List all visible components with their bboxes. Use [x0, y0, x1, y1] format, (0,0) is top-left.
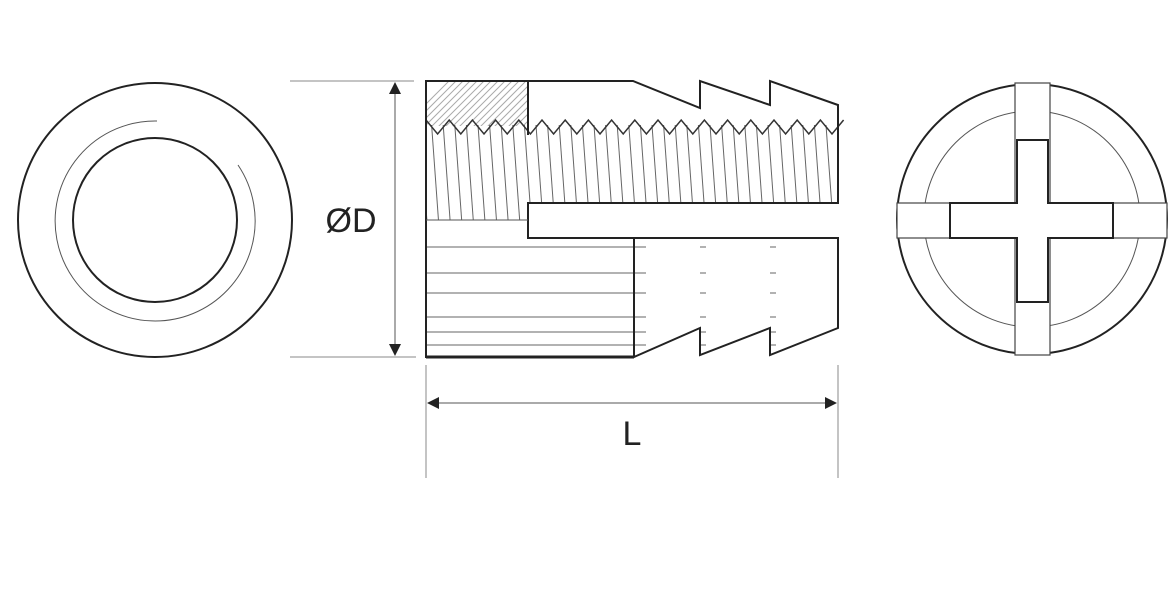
hatch-line: [616, 124, 625, 220]
knurl-lines: [426, 246, 776, 346]
hatch-line: [732, 124, 741, 220]
hatch-line: [426, 81, 471, 126]
hatch-line: [508, 106, 528, 126]
hatch-line: [697, 124, 706, 220]
hatch-line: [554, 80, 604, 130]
hatch-line: [494, 92, 528, 126]
hatch-line: [663, 124, 672, 220]
bore-circle: [72, 137, 238, 303]
thread-profile: [425, 118, 845, 136]
hatch-line: [813, 124, 822, 220]
hatch-line: [431, 124, 440, 220]
diameter-dimension: ØD: [290, 80, 416, 358]
hatch-line: [442, 124, 451, 220]
hatch-line: [593, 124, 602, 220]
outer-circle: [17, 82, 293, 358]
hatch-line: [790, 124, 799, 220]
hatch-line: [459, 81, 506, 126]
hatch-line: [465, 124, 474, 220]
hatch-line: [535, 124, 544, 220]
hatch-line: [473, 81, 520, 126]
hatch-line: [526, 80, 576, 130]
hatch-line: [480, 81, 527, 126]
hatch-line: [744, 124, 753, 220]
hatch-line: [755, 124, 764, 220]
thread-lines: [426, 124, 856, 222]
hatch-line: [540, 80, 590, 130]
cross-recess: [949, 139, 1114, 303]
hatch-line: [849, 125, 856, 222]
hatch-line: [779, 124, 788, 220]
hatch-line: [454, 124, 463, 220]
hatch-line: [487, 85, 528, 126]
hatch-line: [547, 124, 556, 220]
diameter-label: ØD: [326, 202, 377, 240]
hatch-line: [767, 124, 776, 220]
hatch-line: [558, 124, 567, 220]
hatch-line: [581, 124, 590, 220]
hatch-line: [825, 124, 834, 220]
hatch-line: [651, 124, 660, 220]
hatch-line: [452, 81, 499, 126]
hatch-line: [570, 124, 579, 220]
end-view-left: [17, 82, 293, 358]
hatch-line: [512, 124, 521, 220]
insert-outline: [425, 79, 839, 358]
hatch-line: [426, 81, 464, 119]
hatch-line: [431, 81, 478, 126]
hatch-line: [628, 124, 637, 220]
thread-arc: [54, 120, 256, 322]
hatch-line: [605, 124, 614, 220]
length-dimension: L: [425, 365, 839, 478]
length-label: L: [623, 415, 642, 453]
section-hatch: [426, 80, 604, 130]
hatch-line: [686, 124, 695, 220]
hatch-line: [721, 124, 730, 220]
hatch-line: [674, 124, 683, 220]
hatch-line: [477, 124, 486, 220]
hatch-line: [709, 124, 718, 220]
side-view: [425, 79, 856, 359]
hatch-line: [438, 81, 485, 126]
hatch-line: [639, 124, 648, 220]
hatch-line: [489, 124, 498, 220]
hatch-line: [802, 124, 811, 220]
end-view-right: [896, 82, 1168, 356]
hatch-line: [501, 99, 528, 126]
hatch-line: [426, 81, 450, 105]
hatch-line: [426, 81, 457, 112]
hatch-line: [500, 124, 509, 220]
